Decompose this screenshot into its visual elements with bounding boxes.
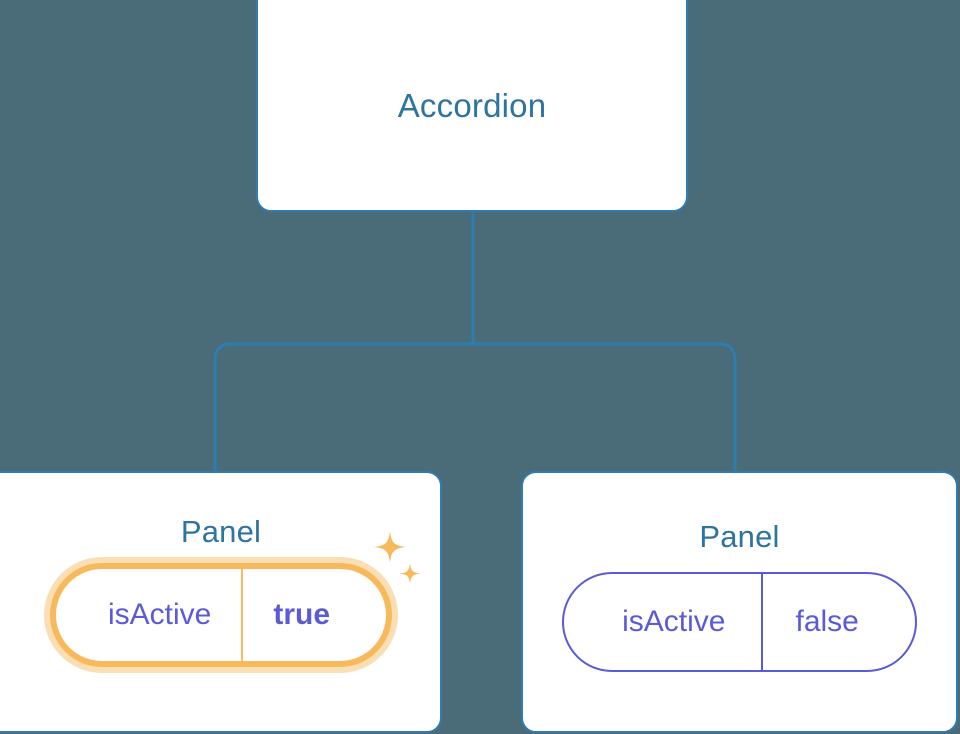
connector-branch-left xyxy=(213,342,473,471)
prop-pill-active-wrapper: isActive true xyxy=(49,531,421,667)
prop-key: isActive xyxy=(107,598,212,631)
node-accordion[interactable]: Accordion xyxy=(256,0,688,212)
node-accordion-title: Accordion xyxy=(397,86,547,124)
connector-branch-right xyxy=(473,342,737,471)
prop-key: isActive xyxy=(622,605,726,638)
node-panel-active[interactable]: Panel isActive true xyxy=(0,471,442,733)
node-panel-active-title: Panel xyxy=(180,514,262,549)
prop-pill-inactive-wrapper: isActive false xyxy=(562,572,917,672)
sparkle-small-icon xyxy=(399,563,421,584)
sparkle-large-icon xyxy=(374,531,407,563)
node-panel-inactive[interactable]: Panel isActive false xyxy=(521,471,958,733)
prop-pill-isactive-true[interactable]: isActive true xyxy=(49,563,393,667)
prop-value: false xyxy=(761,574,914,670)
prop-pill-isactive-false[interactable]: isActive false xyxy=(562,572,917,672)
prop-value: true xyxy=(241,569,386,661)
node-panel-inactive-title: Panel xyxy=(699,519,780,554)
